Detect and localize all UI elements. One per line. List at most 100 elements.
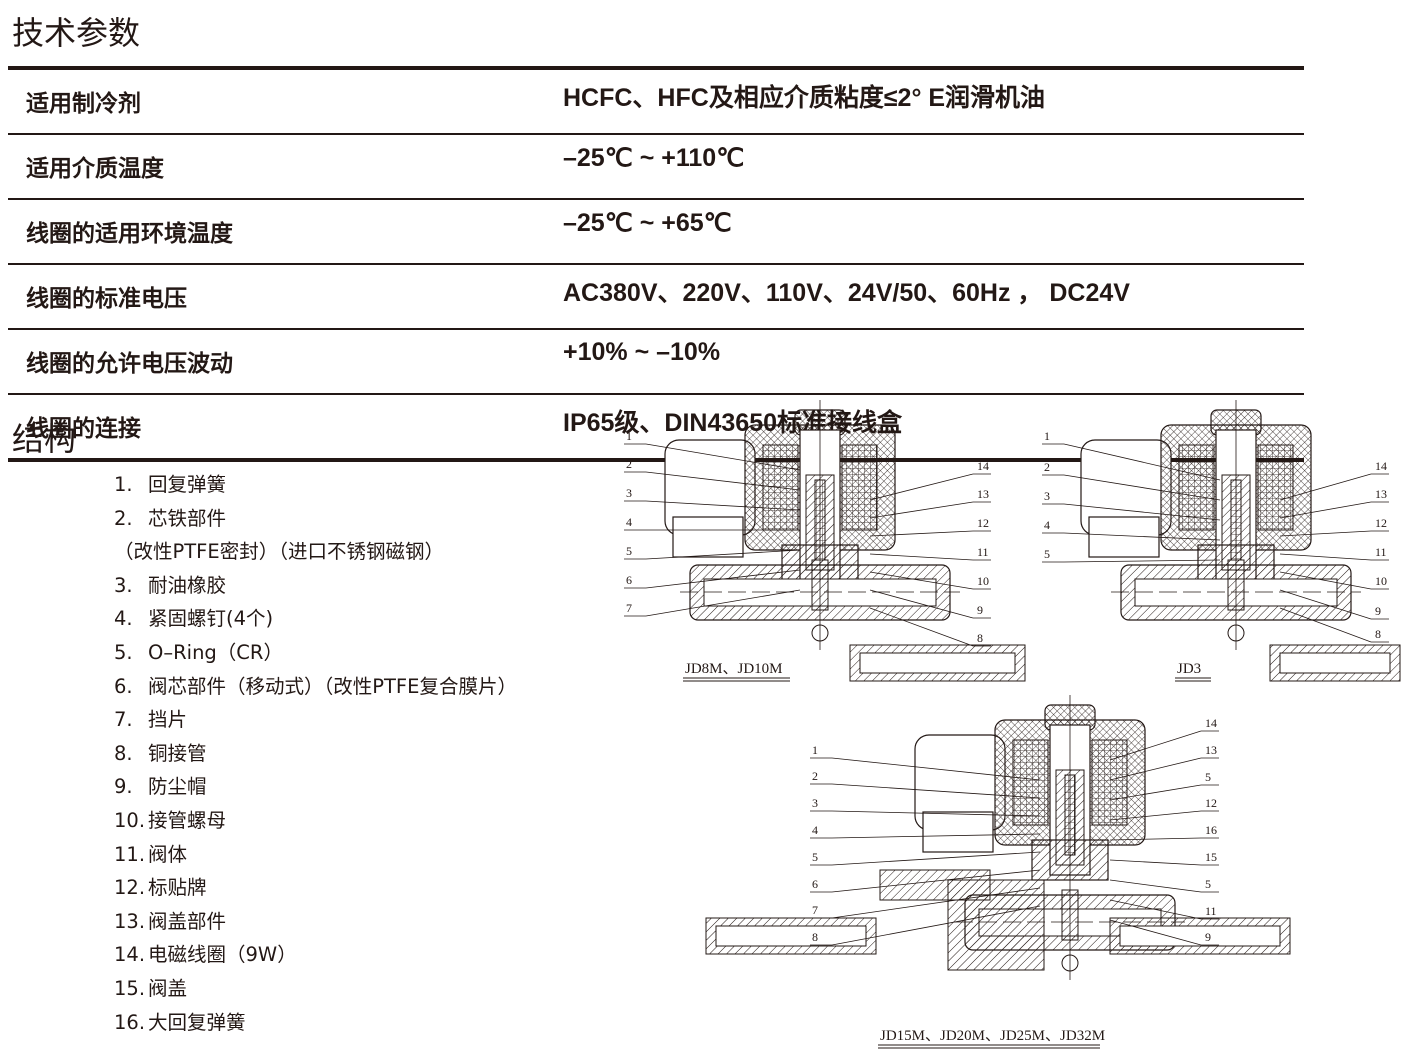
leader-line xyxy=(645,500,801,511)
leader-line xyxy=(1279,553,1372,561)
part-name: 阀盖部件 xyxy=(148,909,227,933)
callout-number: 8 xyxy=(812,930,818,944)
part-item: 15.阀盖 xyxy=(114,974,517,1008)
callout-number: 14 xyxy=(1375,459,1387,473)
drawing-caption: JD8M、JD10M xyxy=(685,661,783,677)
part-number: 3. xyxy=(114,573,133,597)
drawing-jd15m: 12345678141351216155119JD15M、JD20M、JD25M… xyxy=(705,695,1291,1049)
part-item: 5.O–Ring（CR） xyxy=(114,638,517,672)
callout-number: 7 xyxy=(812,903,818,917)
leader-line xyxy=(645,443,801,471)
leader-line xyxy=(1279,607,1372,643)
part-number: 16. xyxy=(114,1010,146,1034)
callout-number: 3 xyxy=(812,796,818,810)
coil-winding xyxy=(1178,444,1215,531)
leader-line xyxy=(869,530,974,537)
connector-base xyxy=(922,811,994,853)
spec-label: 适用制冷剂 xyxy=(8,66,563,135)
callout-number: 14 xyxy=(977,459,989,473)
part-name: 紧固螺钉(4个) xyxy=(148,607,274,631)
leader-line xyxy=(1109,899,1202,920)
callout-number: 9 xyxy=(1375,604,1381,618)
leader-line xyxy=(869,589,974,619)
part-name: 防尘帽 xyxy=(148,775,207,799)
spec-row: 线圈的适用环境温度–25℃ ~ +65℃ xyxy=(8,199,1304,265)
part-name: 回复弹簧 xyxy=(148,473,227,496)
part-item: 2.芯铁部件 xyxy=(114,504,517,538)
callout-number: 3 xyxy=(1044,489,1050,503)
spec-value: HCFC、HFC及相应介质粘度≤2° E润滑机油 xyxy=(563,66,1304,135)
spec-label: 线圈的标准电压 xyxy=(8,264,563,330)
structure-title: 结构 xyxy=(12,420,77,458)
leader-line xyxy=(831,887,1041,919)
leader-line xyxy=(1109,757,1202,781)
spec-row: 线圈的允许电压波动+10% ~ –10% xyxy=(8,329,1304,395)
part-number: 11. xyxy=(114,842,146,866)
callout-number: 5 xyxy=(812,850,818,864)
part-number: 13. xyxy=(114,909,146,933)
callout-number: 4 xyxy=(812,823,818,837)
callout-number: 13 xyxy=(977,487,989,501)
part-item: 8. 铜接管 xyxy=(114,739,517,773)
leader-line xyxy=(1109,879,1202,893)
callout-number: 5 xyxy=(1044,547,1050,561)
part-number: 6. xyxy=(114,674,133,698)
leader-line xyxy=(1063,443,1221,481)
specs-title: 技术参数 xyxy=(12,14,141,52)
spec-value: +10% ~ –10% xyxy=(563,329,1304,395)
callout-number: 10 xyxy=(1375,574,1387,588)
copper-tube-bore xyxy=(859,652,1016,674)
coil-winding xyxy=(1091,739,1128,826)
callout-number: 11 xyxy=(1205,904,1217,918)
callout-number: 11 xyxy=(1375,545,1387,559)
callout-number: 4 xyxy=(626,515,632,529)
callout-number: 4 xyxy=(1044,518,1050,532)
part-item: 9.防尘帽 xyxy=(114,772,517,806)
part-item: 13.阀盖部件 xyxy=(114,907,517,941)
leader-line xyxy=(831,810,1041,817)
callout-number: 16 xyxy=(1205,823,1217,837)
copper-tube-bore xyxy=(1279,652,1391,674)
callout-number: 13 xyxy=(1375,487,1387,501)
part-item: 16.大回复弹簧 xyxy=(114,1008,517,1042)
leader-line xyxy=(1279,530,1372,537)
leader-line xyxy=(1279,501,1372,519)
spec-value: AC380V、220V、110V、24V/50、60Hz ， DC24V xyxy=(563,264,1304,330)
callout-number: 1 xyxy=(1044,429,1050,443)
part-item: 4.紧固螺钉(4个) xyxy=(114,604,517,638)
part-name: 阀体 xyxy=(148,842,188,866)
leader-line xyxy=(831,783,1041,799)
callout-number: 8 xyxy=(977,631,983,645)
leader-line xyxy=(869,607,974,647)
part-item: 1. 回复弹簧 xyxy=(114,470,517,504)
spec-row: 适用介质温度–25℃ ~ +110℃ xyxy=(8,134,1304,200)
leader-line xyxy=(1279,571,1372,590)
coil-winding xyxy=(1257,444,1294,531)
leader-line xyxy=(1279,589,1372,620)
part-item: （改性PTFE密封）（进口不锈钢磁钢） xyxy=(114,537,517,571)
callout-number: 7 xyxy=(626,601,632,615)
part-number: 14. xyxy=(114,943,146,967)
spec-label: 适用介质温度 xyxy=(8,134,563,200)
part-item: 14.电磁线圈（9W） xyxy=(114,940,517,974)
part-name: 铜接管 xyxy=(148,741,207,765)
callout-number: 8 xyxy=(1375,627,1381,641)
part-number: 1. xyxy=(114,473,133,496)
callout-number: 2 xyxy=(812,769,818,783)
callout-number: 11 xyxy=(977,545,989,559)
callout-number: 6 xyxy=(626,573,632,587)
part-name: 耐油橡胶 xyxy=(148,573,227,597)
part-number: 8. xyxy=(114,741,133,765)
callout-number: 12 xyxy=(977,516,989,530)
part-item: 6.阀芯部件（移动式）（改性PTFE复合膜片） xyxy=(114,672,517,706)
leader-line xyxy=(1109,859,1202,866)
leader-line xyxy=(1109,784,1202,801)
leader-line xyxy=(645,471,801,491)
part-name: O–Ring（CR） xyxy=(148,640,283,664)
leader-line xyxy=(831,905,1041,946)
leader-line xyxy=(1063,503,1221,521)
part-number: 10. xyxy=(114,808,146,832)
callout-number: 14 xyxy=(1205,716,1217,730)
spec-value: –25℃ ~ +110℃ xyxy=(563,134,1304,200)
